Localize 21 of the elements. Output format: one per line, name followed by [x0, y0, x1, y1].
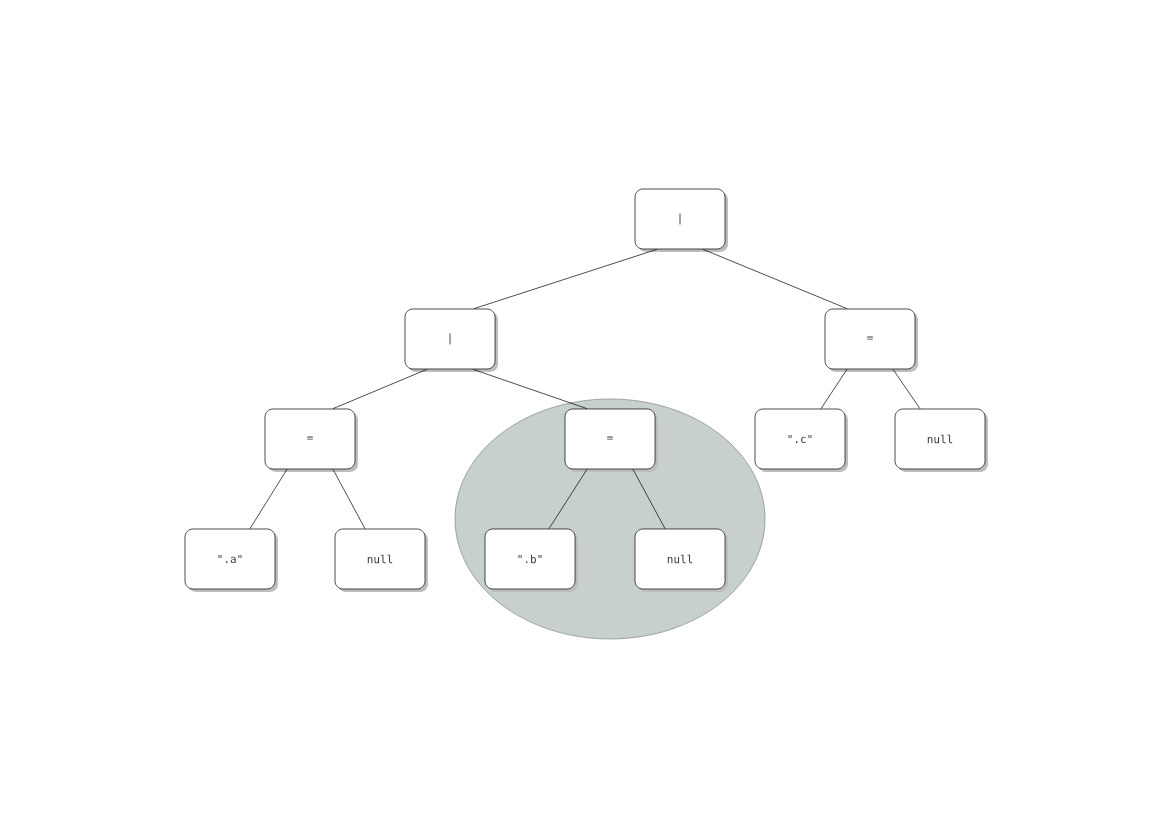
- connector-line: [332, 369, 428, 409]
- tree-node-box: null: [634, 528, 728, 592]
- connector-line: [548, 469, 588, 529]
- tree-node-box: ".a": [184, 528, 278, 592]
- tree-node-box: null: [334, 528, 428, 592]
- tree-node-box: ".c": [754, 408, 848, 472]
- connector-line: [702, 249, 848, 309]
- connector-line: [820, 369, 848, 409]
- tree-node-box: =: [264, 408, 358, 472]
- connector-line: [472, 369, 588, 409]
- connector-line: [632, 469, 666, 529]
- tree-node-box: ".b": [484, 528, 578, 592]
- connector-line: [892, 369, 921, 409]
- connector-line: [473, 249, 658, 309]
- tree-node-box: =: [824, 308, 918, 372]
- tree-node-box: |: [634, 188, 728, 252]
- connector-line: [249, 469, 288, 529]
- tree-node-box: |: [404, 308, 498, 372]
- connector-line: [332, 469, 366, 529]
- tree-node-box: null: [894, 408, 988, 472]
- tree-node-box: =: [564, 408, 658, 472]
